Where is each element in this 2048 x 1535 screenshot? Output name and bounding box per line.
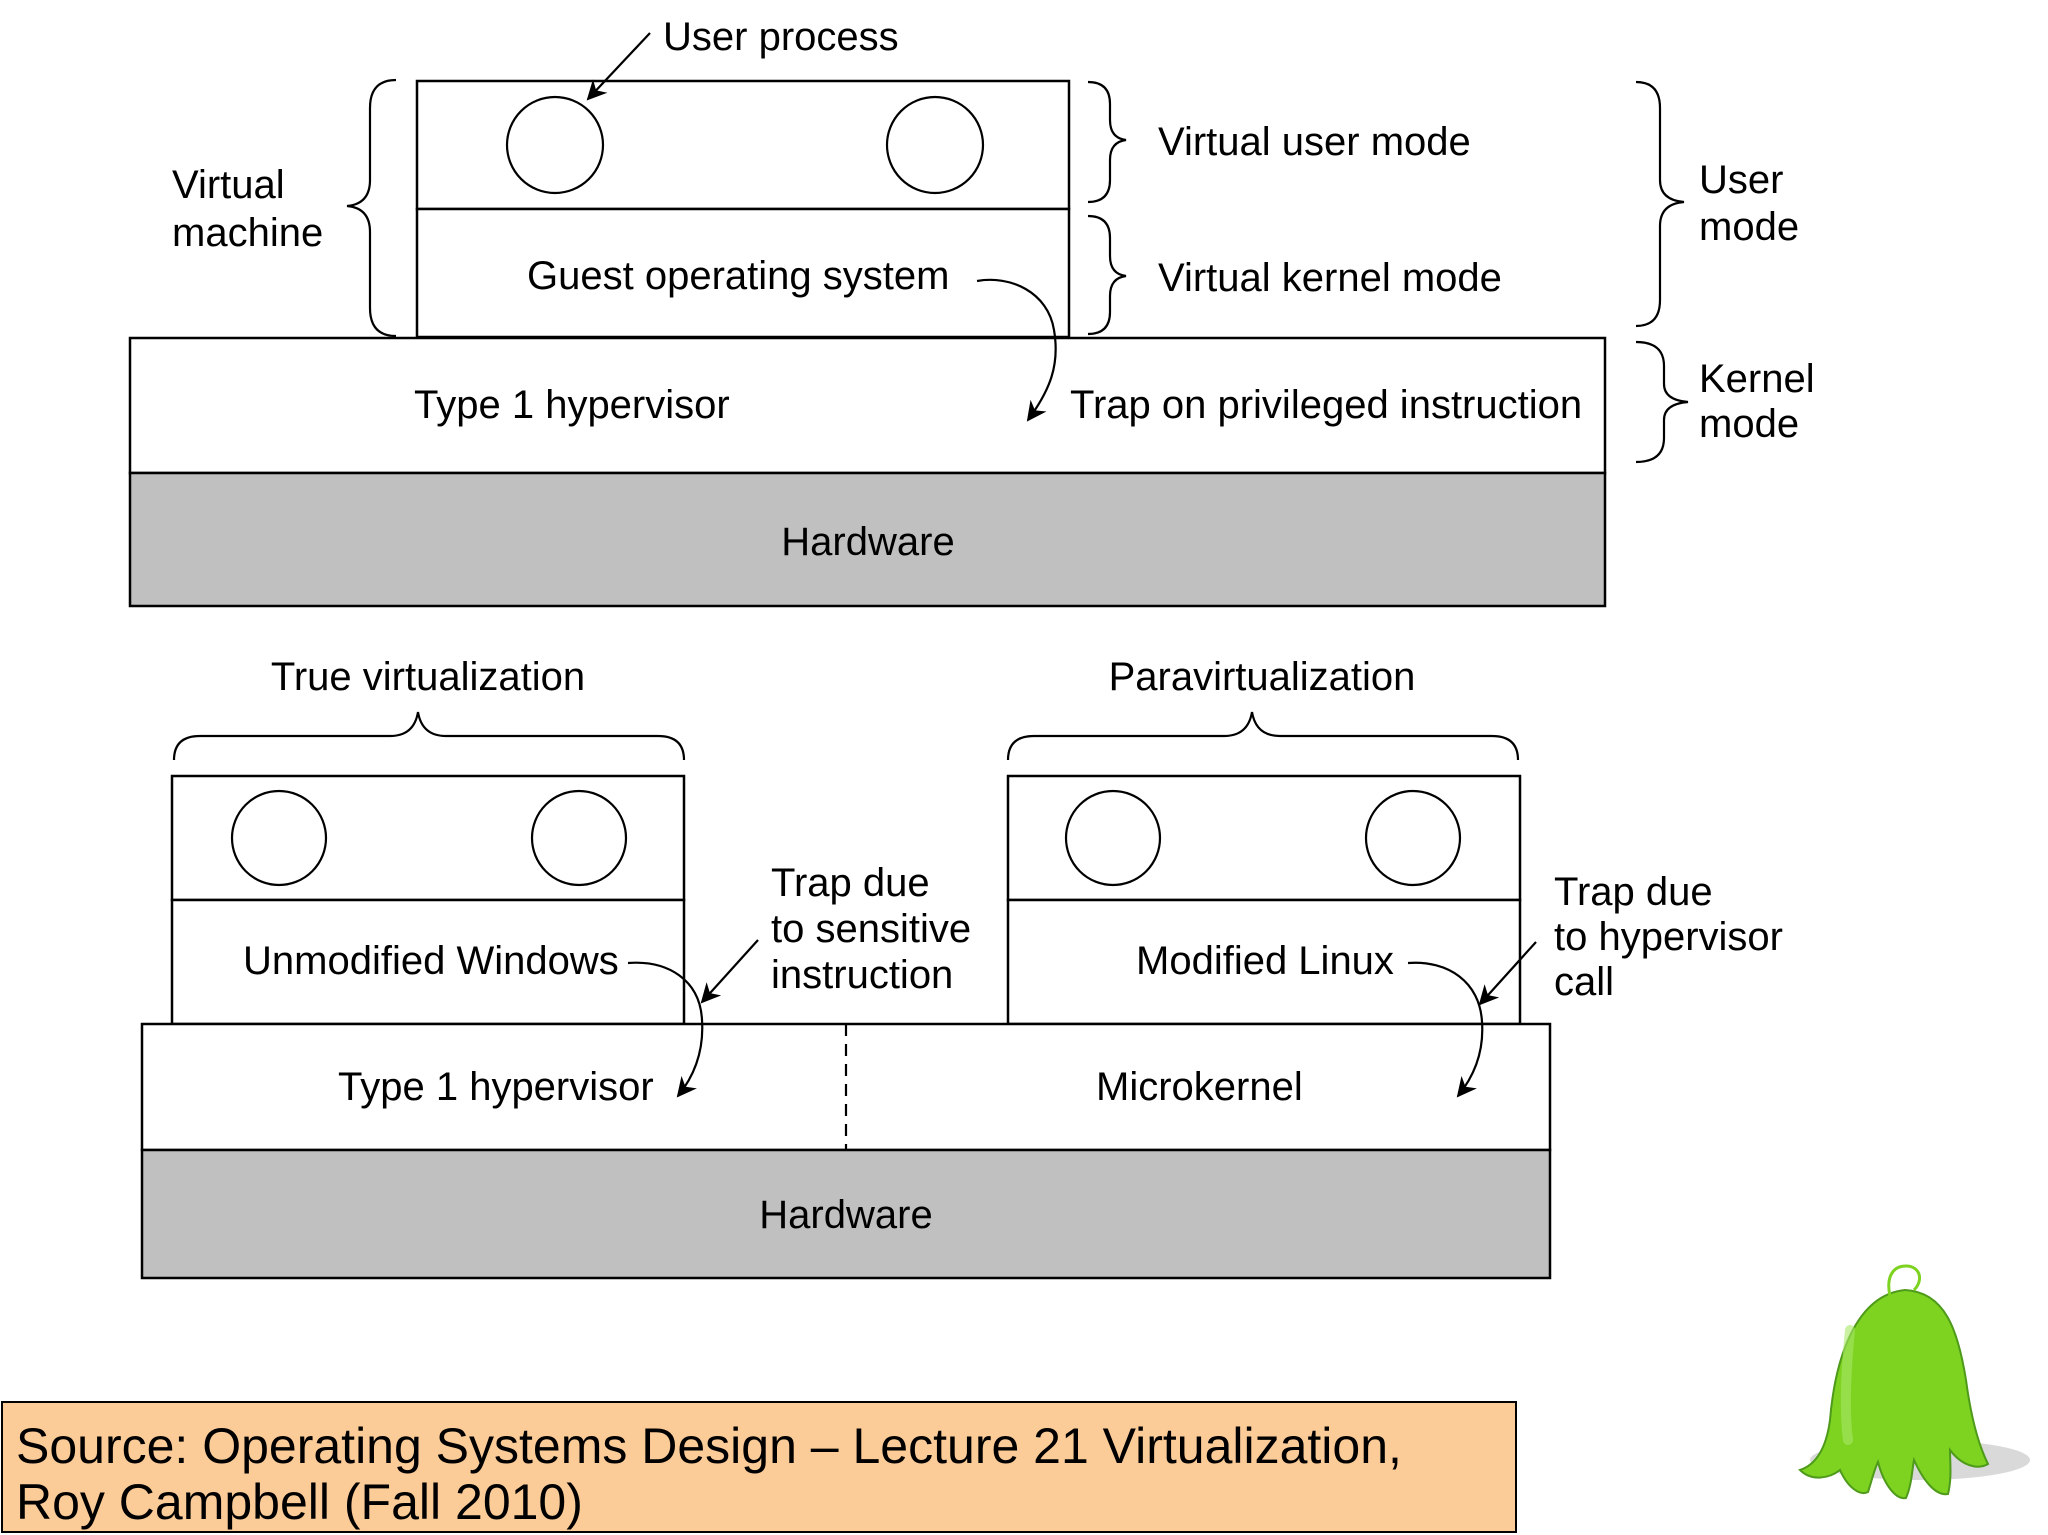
user-process-label: User process: [663, 15, 899, 59]
user-process-circle: [885, 95, 985, 195]
user-process-circle: [1064, 789, 1162, 887]
top-diagram: User process Virtual machine Guest opera…: [128, 15, 1826, 608]
trap-sensitive-label: Trap due to sensitive instruction: [771, 861, 982, 997]
guest-os-box: [415, 207, 1071, 339]
user-process-circle: [505, 95, 605, 195]
hypervisor-call-pointer-arrow: [1478, 941, 1537, 1006]
hardware-box: [128, 471, 1607, 608]
trap-arrow: [976, 278, 1057, 422]
kernel-mode-brace: [1635, 340, 1689, 464]
user-process-circle: [1364, 789, 1462, 887]
trap-hypervisor-call-label: Trap due to hypervisor call: [1554, 870, 1794, 1004]
hypervisor-box: [128, 336, 1607, 475]
green-ghost-mascot-icon: [1798, 1264, 2030, 1500]
source-background: [1, 1401, 1517, 1533]
guest-os-label: Guest operating system: [527, 254, 949, 298]
paravirtualization-brace: [1006, 711, 1520, 761]
top-hypervisor-label: Type 1 hypervisor: [414, 383, 730, 427]
paravirtualization-label: Paravirtualization: [1109, 655, 1416, 699]
user-mode-label: User mode: [1699, 158, 1799, 249]
bottom-diagram: True virtualization Paravirtualization U…: [140, 655, 1794, 1280]
windows-os-box: [170, 898, 686, 1026]
bottom-hypervisor-label: Type 1 hypervisor: [338, 1065, 654, 1109]
true-virtualization-label: True virtualization: [271, 655, 585, 699]
sensitive-pointer-arrow: [700, 939, 759, 1004]
trap-privileged-label: Trap on privileged instruction: [1070, 383, 1582, 427]
virtual-kernel-mode-brace: [1087, 214, 1127, 336]
virtual-user-mode-brace: [1087, 80, 1127, 204]
virtual-user-mode-label: Virtual user mode: [1158, 120, 1471, 164]
windows-trap-arrow: [627, 961, 704, 1098]
virtual-machine-brace: [346, 78, 397, 338]
user-mode-brace: [1635, 80, 1685, 328]
virtual-machine-label: Virtual machine: [172, 163, 323, 255]
true-virtualization-brace: [172, 711, 686, 761]
user-process-arrow: [586, 32, 651, 101]
unmodified-windows-label: Unmodified Windows: [243, 939, 619, 983]
source-text: Source: Operating Systems Design – Lectu…: [16, 1418, 1416, 1530]
user-process-circle: [530, 789, 628, 887]
bottom-hardware-box: [140, 1148, 1552, 1280]
kernel-mode-label: Kernel mode: [1699, 357, 1826, 446]
linux-trap-arrow: [1407, 961, 1484, 1098]
top-hardware-label: Hardware: [781, 520, 954, 564]
source-box: Source: Operating Systems Design – Lectu…: [1, 1401, 1517, 1533]
bottom-hardware-label: Hardware: [759, 1193, 932, 1237]
user-process-circle: [230, 789, 328, 887]
modified-linux-label: Modified Linux: [1136, 939, 1394, 983]
microkernel-label: Microkernel: [1096, 1065, 1303, 1109]
virtual-kernel-mode-label: Virtual kernel mode: [1158, 256, 1502, 300]
